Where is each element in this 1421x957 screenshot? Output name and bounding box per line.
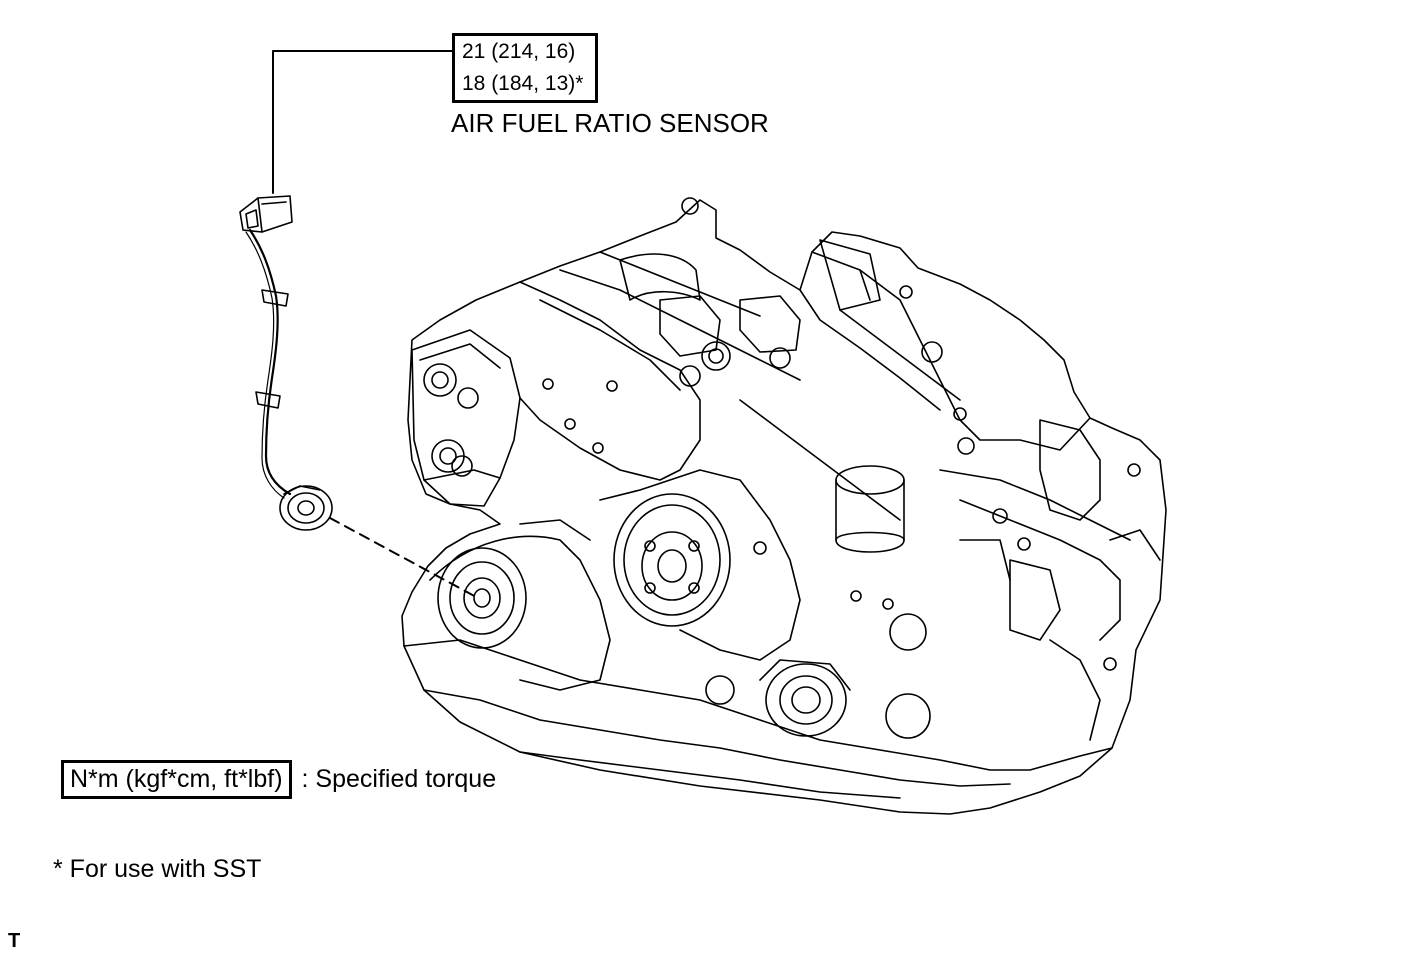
engine-outline [401,197,1167,815]
torque-legend: N*m (kgf*cm, ft*lbf) : Specified torque [61,760,496,799]
torque-spec-box: 21 (214, 16) 18 (184, 13)* [452,33,598,103]
legend-description: : Specified torque [301,765,497,793]
exhaust-port [437,547,527,649]
wire-clamp [255,391,281,409]
part-label: AIR FUEL RATIO SENSOR [451,108,769,138]
install-dashed-line [329,517,479,599]
torque-value-sst: 18 (184, 13)* [462,72,584,95]
sensor-wire [248,228,292,496]
sensor-connector [239,195,293,233]
air-fuel-ratio-sensor [279,485,333,531]
leader-line [272,50,453,194]
torque-value-standard: 21 (214, 16) [462,40,576,63]
corner-mark: T [8,930,21,952]
footnote: * For use with SST [53,855,262,883]
crank-pulley [613,493,731,627]
wire-clamp [261,289,289,307]
legend-unit-box: N*m (kgf*cm, ft*lbf) [61,760,292,799]
